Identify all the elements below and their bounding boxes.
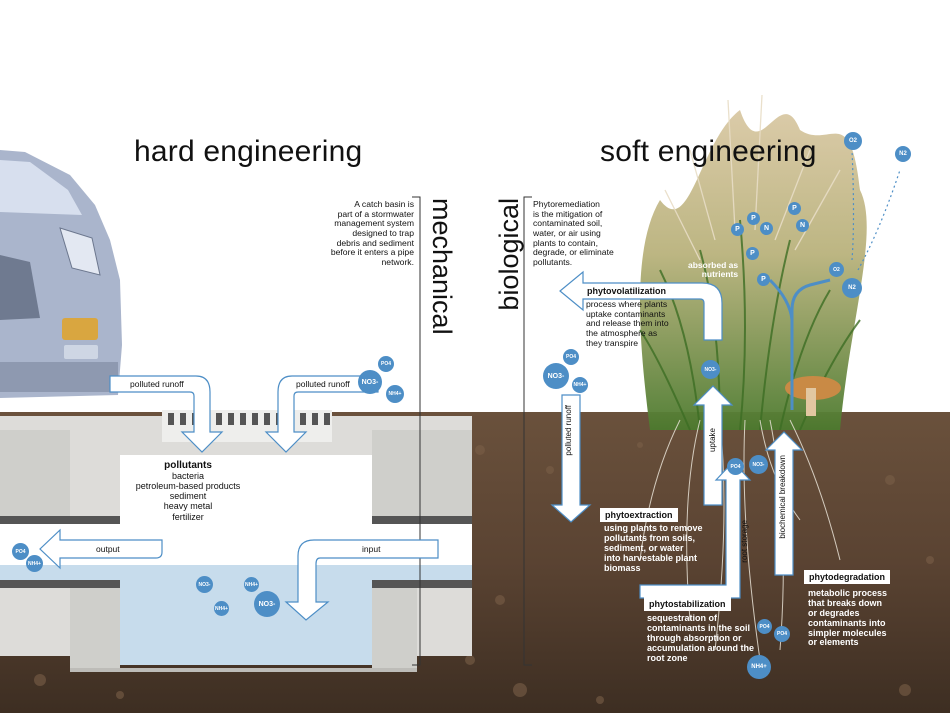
chip-no3-stem: NO3- bbox=[701, 360, 720, 379]
brackets bbox=[412, 196, 532, 666]
chip-p-5: P bbox=[757, 273, 770, 286]
chip-po4-soil-2: PO4 bbox=[774, 626, 790, 642]
chip-p-2: P bbox=[747, 212, 760, 225]
label-biochemical-breakdown: biochemical breakdown bbox=[778, 455, 787, 539]
label-root-storage: root storage bbox=[740, 520, 749, 563]
chip-po4: PO4 bbox=[378, 356, 394, 372]
title-soft-engineering: soft engineering bbox=[600, 135, 817, 168]
label-polluted-runoff-grate: polluted runoff bbox=[296, 379, 350, 389]
chip-o2: O2 bbox=[829, 262, 844, 277]
chip-po4-soil: PO4 bbox=[757, 619, 772, 634]
chip-nh4-soil: NH4+ bbox=[747, 655, 771, 679]
chip-n2: N2 bbox=[842, 278, 862, 298]
chip-nh4-water: NH4+ bbox=[244, 577, 259, 592]
phytostabilization-title: phytostabilization bbox=[644, 597, 731, 611]
label-output: output bbox=[96, 544, 120, 554]
label-input: input bbox=[362, 544, 381, 554]
chip-nh4-runoff: NH4+ bbox=[572, 377, 588, 393]
chip-po4-output: PO4 bbox=[12, 543, 29, 560]
chip-nh4-output: NH4+ bbox=[26, 555, 43, 572]
catch-basin bbox=[0, 410, 472, 672]
label-mechanical: mechanical bbox=[427, 198, 457, 335]
chip-n-1: N bbox=[760, 222, 773, 235]
title-hard-engineering: hard engineering bbox=[134, 135, 363, 168]
chip-n-2: N bbox=[796, 219, 809, 232]
chip-o2-top: O2 bbox=[844, 132, 862, 150]
chip-p-4: P bbox=[746, 247, 759, 260]
chip-no3-root: NO3- bbox=[749, 455, 768, 474]
phytovolatilization-title: phytovolatilization bbox=[582, 284, 672, 298]
label-biological: biological bbox=[494, 198, 524, 311]
chip-nh4-water-2: NH4+ bbox=[214, 601, 229, 616]
soil-texture bbox=[34, 442, 934, 704]
chip-no3-water-large: NO3- bbox=[254, 591, 280, 617]
flow-arrows-left bbox=[39, 375, 439, 621]
chip-po4-root: PO4 bbox=[727, 458, 744, 475]
chip-no3-water: NO3- bbox=[196, 576, 213, 593]
label-polluted-runoff-right: polluted runoff bbox=[564, 405, 573, 456]
label-polluted-runoff-left: polluted runoff bbox=[130, 379, 184, 389]
chip-p-3: P bbox=[788, 202, 801, 215]
chip-no3-runoff: NO3- bbox=[543, 363, 569, 389]
phytoextraction-title: phytoextraction bbox=[600, 508, 678, 522]
chip-no3: NO3- bbox=[358, 370, 382, 394]
chip-po4-runoff: PO4 bbox=[563, 349, 579, 365]
chip-n2-top: N2 bbox=[895, 146, 911, 162]
chip-p-1: P bbox=[731, 223, 744, 236]
phytodegradation-title: phytodegradation bbox=[804, 570, 890, 584]
car bbox=[0, 150, 122, 398]
label-uptake: uptake bbox=[708, 428, 717, 453]
chip-nh4: NH4+ bbox=[386, 385, 404, 403]
